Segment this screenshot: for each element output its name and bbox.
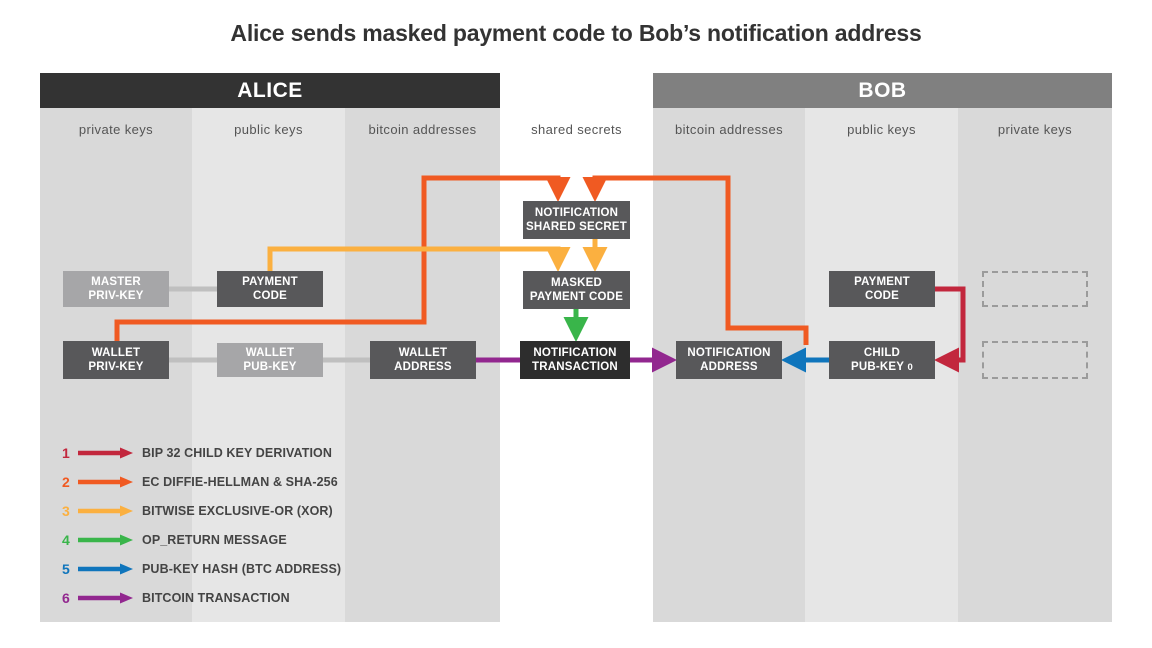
column-caption-bob-public-keys: public keys: [847, 121, 916, 137]
node-line2: PRIV-KEY: [88, 361, 144, 373]
node-line2: PRIV-KEY: [88, 290, 144, 302]
legend-arrow-icon: [78, 447, 133, 458]
node-line1: MASTER: [91, 276, 141, 288]
legend-number: 6: [62, 589, 70, 606]
legend-item-ecdh: 2 EC DIFFIE-HELLMAN & SHA-256: [62, 467, 341, 496]
legend-label: BITWISE EXCLUSIVE-OR (XOR): [142, 503, 333, 518]
node-alice-wallet-address[interactable]: WALLET ADDRESS: [370, 341, 476, 379]
node-bob-child-pub-key-0[interactable]: CHILD PUB-KEY 0: [829, 341, 935, 379]
legend-item-opreturn: 4 OP_RETURN MESSAGE: [62, 525, 341, 554]
legend-label: EC DIFFIE-HELLMAN & SHA-256: [142, 474, 338, 489]
node-line1: PAYMENT: [242, 276, 298, 288]
column-caption-bob-private-keys: private keys: [997, 121, 1073, 137]
node-bob-priv-key-placeholder-top: [982, 271, 1088, 307]
wire-bob-payment-code-to-child-pubkey: [933, 286, 966, 373]
legend-arrow-icon: [78, 476, 133, 487]
node-line1: WALLET: [245, 347, 295, 359]
node-line2: PUB-KEY 0: [851, 360, 913, 375]
node-bob-priv-key-placeholder-bottom: [982, 341, 1088, 379]
page-title: Alice sends masked payment code to Bob’s…: [230, 20, 922, 46]
node-masked-payment-code[interactable]: MASKED PAYMENT CODE: [523, 271, 630, 309]
column-caption-alice-private-keys: private keys: [78, 121, 154, 137]
legend-item-bitcointx: 6 BITCOIN TRANSACTION: [62, 583, 341, 612]
legend-number: 1: [62, 444, 70, 461]
party-header-bob: BOB: [653, 73, 1112, 108]
legend: 1 BIP 32 CHILD KEY DERIVATION 2 EC DIFFI…: [62, 438, 341, 612]
legend-number: 2: [62, 473, 70, 490]
node-line2: PAYMENT CODE: [529, 291, 624, 303]
node-line2: CODE: [864, 290, 900, 302]
wire-alice-payment-code-to-masked: [267, 246, 571, 275]
node-notification-transaction[interactable]: NOTIFICATION TRANSACTION: [520, 341, 630, 379]
wire-alice-wallet-priv-to-notification-secret: [114, 175, 571, 345]
node-child-index: 0: [907, 361, 914, 373]
party-header-bob-label: BOB: [858, 78, 907, 102]
legend-arrow-icon: [78, 563, 133, 574]
legend-item-xor: 3 BITWISE EXCLUSIVE-OR (XOR): [62, 496, 341, 525]
party-header-alice: ALICE: [40, 73, 500, 108]
node-line2: ADDRESS: [394, 361, 452, 373]
node-bob-notification-address[interactable]: NOTIFICATION ADDRESS: [676, 341, 782, 379]
node-alice-wallet-priv-key[interactable]: WALLET PRIV-KEY: [63, 341, 169, 379]
legend-label: BITCOIN TRANSACTION: [142, 590, 290, 605]
node-line1: NOTIFICATION: [533, 347, 617, 359]
column-caption-shared-secrets: shared secrets: [531, 121, 622, 137]
column-caption-bob-bitcoin-addresses: bitcoin addresses: [675, 121, 783, 137]
node-alice-master-priv-key[interactable]: MASTER PRIV-KEY: [63, 271, 169, 307]
node-alice-payment-code[interactable]: PAYMENT CODE: [217, 271, 323, 307]
party-header-alice-label: ALICE: [237, 78, 303, 102]
legend-label: PUB-KEY HASH (BTC ADDRESS): [142, 561, 342, 576]
legend-number: 4: [62, 531, 70, 548]
legend-arrow-icon: [78, 505, 133, 516]
column-caption-alice-public-keys: public keys: [234, 121, 303, 137]
node-line2: TRANSACTION: [532, 361, 618, 373]
column-caption-alice-bitcoin-addresses: bitcoin addresses: [368, 121, 477, 137]
node-line1: PAYMENT: [854, 276, 910, 288]
node-line2: PUB-KEY: [243, 361, 297, 373]
node-line1: NOTIFICATION: [534, 207, 619, 219]
legend-item-pubkeyhash: 5 PUB-KEY HASH (BTC ADDRESS): [62, 554, 341, 583]
legend-label: BIP 32 CHILD KEY DERIVATION: [142, 445, 333, 460]
node-line2-text: PUB-KEY: [850, 360, 905, 373]
node-line2: SHARED SECRET: [525, 221, 627, 233]
node-line1: CHILD: [863, 346, 901, 359]
legend-number: 5: [62, 560, 70, 577]
legend-number: 3: [62, 502, 70, 519]
legend-item-bip32: 1 BIP 32 CHILD KEY DERIVATION: [62, 438, 341, 467]
node-line1: NOTIFICATION: [687, 347, 771, 359]
node-line1: WALLET: [91, 347, 141, 359]
node-line1: MASKED: [550, 277, 603, 289]
node-line1: WALLET: [398, 347, 448, 359]
node-bob-payment-code[interactable]: PAYMENT CODE: [829, 271, 935, 307]
node-line2: CODE: [252, 290, 288, 302]
legend-arrow-icon: [78, 592, 133, 603]
legend-arrow-icon: [78, 534, 133, 545]
legend-label: OP_RETURN MESSAGE: [142, 532, 287, 547]
node-notification-shared-secret[interactable]: NOTIFICATION SHARED SECRET: [523, 201, 630, 239]
node-alice-wallet-pub-key[interactable]: WALLET PUB-KEY: [217, 343, 323, 377]
node-line2: ADDRESS: [700, 361, 758, 373]
wire-bob-child-pubkey-to-notification-secret: [582, 175, 809, 345]
